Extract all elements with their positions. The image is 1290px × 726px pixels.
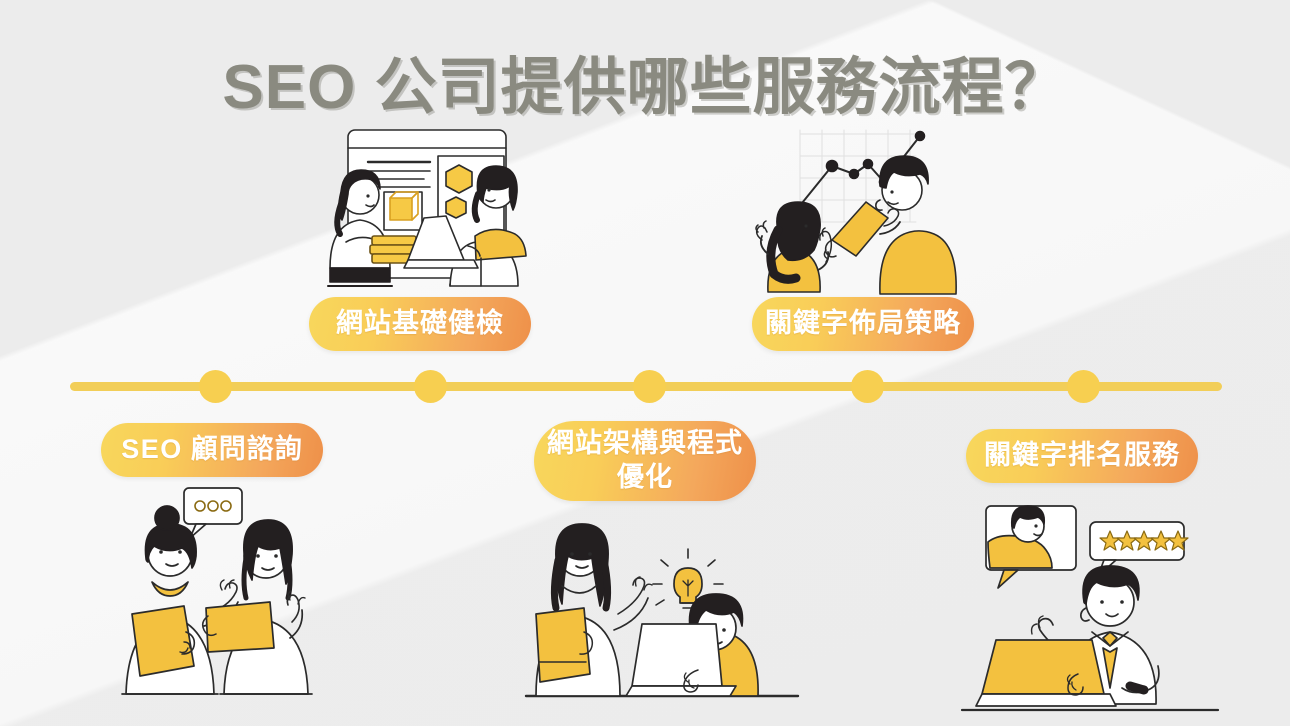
timeline-dot-5 (1067, 370, 1100, 403)
step-label-keyword-ranking[interactable]: 關鍵字排名服務 (966, 429, 1198, 483)
illustration-website-audit (300, 118, 580, 298)
timeline-dot-2 (414, 370, 447, 403)
page-title: SEO 公司提供哪些服務流程？ (222, 53, 1068, 122)
step-label-text: 關鍵字排名服務 (984, 440, 1180, 471)
step-label-line2: 優化 (617, 462, 673, 492)
step-label-text: 網站基礎健檢 (336, 308, 504, 339)
timeline-dot-3 (633, 370, 666, 403)
step-label-website-audit[interactable]: 網站基礎健檢 (309, 297, 531, 351)
step-label-line1: 網站架構與程式 (547, 428, 743, 459)
illustration-architecture-optimization (522, 510, 802, 726)
step-label-latin: SEO (121, 434, 183, 465)
illustration-seo-consulting (100, 482, 336, 726)
timeline-dot-4 (851, 370, 884, 403)
step-label-text: 顧問諮詢 (190, 434, 303, 465)
step-label-keyword-strategy[interactable]: 關鍵字佈局策略 (752, 297, 974, 351)
illustration-keyword-ranking (960, 498, 1220, 726)
illustration-keyword-strategy (755, 122, 982, 295)
timeline-dot-1 (199, 370, 232, 403)
step-label-text: 關鍵字佈局策略 (765, 308, 961, 339)
step-label-architecture-optimization[interactable]: 網站架構與程式 優化 (534, 421, 756, 501)
step-label-seo-consulting[interactable]: SEO 顧問諮詢 (101, 423, 323, 477)
